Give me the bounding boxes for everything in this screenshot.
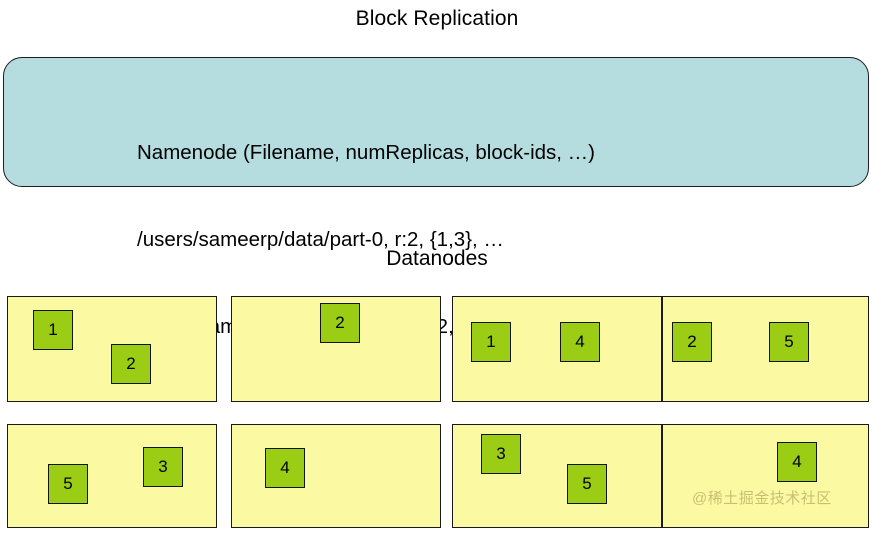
datanodes-section-label: Datanodes xyxy=(386,247,488,270)
data-block: 4 xyxy=(560,322,600,362)
data-block: 3 xyxy=(143,447,183,487)
watermark: @稀土掘金技术社区 xyxy=(692,490,832,507)
datanode-box xyxy=(7,424,217,528)
data-block: 5 xyxy=(567,464,607,504)
namenode-file-line-1: /users/sameerp/data/part-0, r:2, {1,3}, … xyxy=(137,228,504,251)
data-block: 2 xyxy=(320,303,360,343)
data-block: 2 xyxy=(672,322,712,362)
namenode-box xyxy=(3,57,869,187)
namenode-header-line: Namenode (Filename, numReplicas, block-i… xyxy=(137,141,596,164)
datanode-box xyxy=(231,424,441,528)
data-block: 4 xyxy=(265,448,305,488)
data-block: 4 xyxy=(777,442,817,482)
data-block: 2 xyxy=(111,344,151,384)
data-block: 1 xyxy=(33,310,73,350)
data-block: 5 xyxy=(48,464,88,504)
data-block: 3 xyxy=(481,434,521,474)
data-block: 5 xyxy=(769,322,809,362)
datanode-box xyxy=(662,424,869,528)
data-block: 1 xyxy=(471,322,511,362)
page-title: Block Replication xyxy=(355,7,519,30)
